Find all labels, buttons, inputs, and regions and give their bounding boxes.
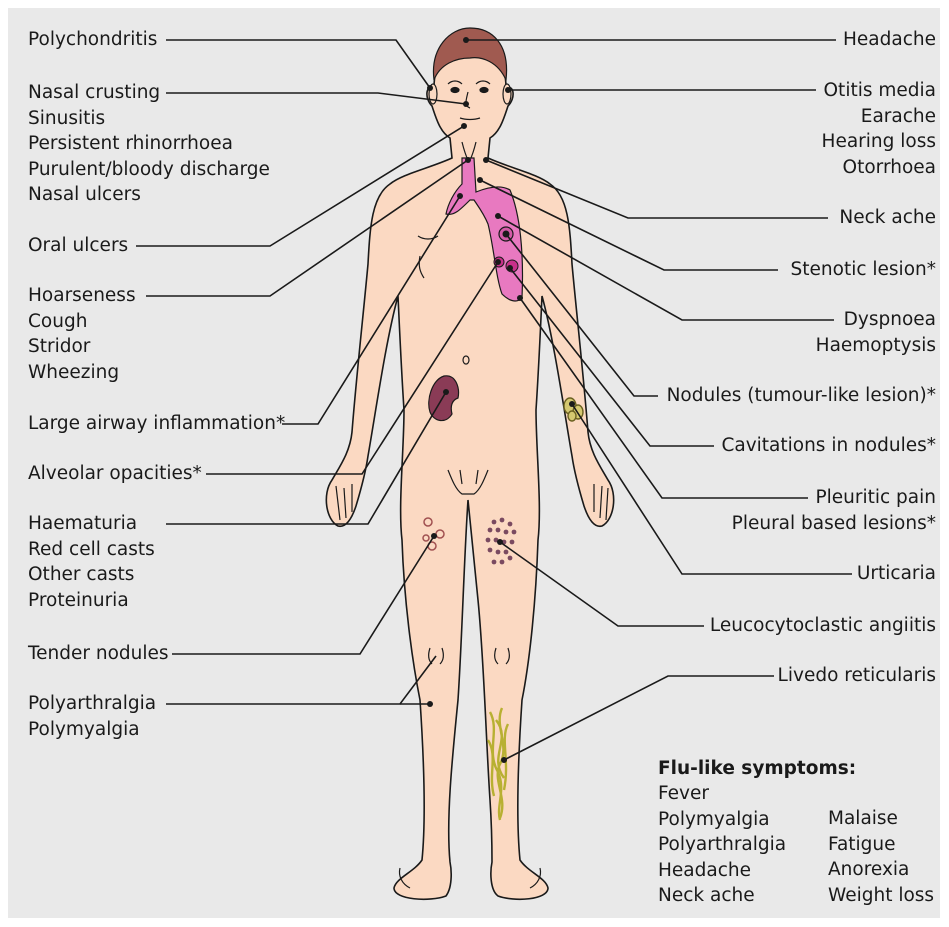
label-leucocytoclastic: Leucocytoclastic angiitis [710,613,936,639]
label-urticaria: Urticaria [857,561,936,587]
label-pleuritic: Pleuritic pain Pleural based lesions* [732,485,936,536]
label-otitis: Otitis media Earache Hearing loss Otorrh… [822,78,936,180]
label-tender-nodules: Tender nodules [28,641,169,667]
label-dyspnoea: Dyspnoea Haemoptysis [816,307,936,358]
label-livedo: Livedo reticularis [778,663,936,689]
flu-like-column-2: Malaise Fatigue Anorexia Weight loss [828,806,934,908]
label-headache: Headache [843,27,936,53]
leader-livedo [504,676,774,760]
label-oral-ulcers: Oral ulcers [28,233,128,259]
label-neck-ache: Neck ache [839,205,936,231]
label-haematuria: Haematuria Red cell casts Other casts Pr… [28,511,155,613]
label-cavitations: Cavitations in nodules* [721,433,936,459]
label-polychondritis: Polychondritis [28,27,157,53]
label-hoarseness: Hoarseness Cough Stridor Wheezing [28,283,136,385]
flu-like-column-1: Fever Polymyalgia Polyarthralgia Headach… [658,781,786,909]
label-nasal: Nasal crusting Sinusitis Persistent rhin… [28,80,270,208]
label-nodules: Nodules (tumour-like lesion)* [667,383,936,409]
leader-polyarthralgia [166,656,436,704]
label-stenotic: Stenotic lesion* [791,257,936,283]
label-alveolar: Alveolar opacities* [28,461,202,487]
label-large-airway: Large airway inflammation* [28,411,285,437]
leader-tender-nodules [172,536,434,654]
flu-like-title: Flu-like symptoms: [658,756,856,782]
right-ear [503,84,511,104]
label-polyarthralgia: Polyarthralgia Polymyalgia [28,691,156,742]
